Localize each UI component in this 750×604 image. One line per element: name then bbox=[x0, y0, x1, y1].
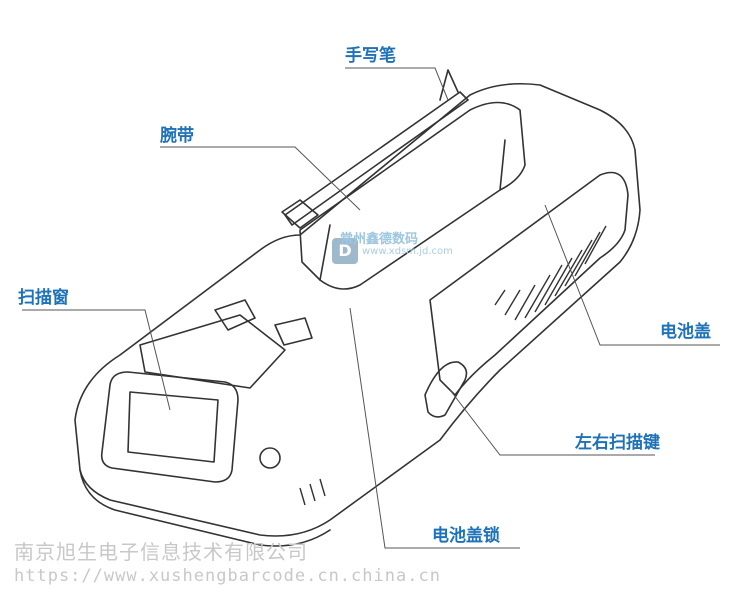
scan-window-outline bbox=[100, 371, 239, 483]
leader-side-scan-keys bbox=[449, 389, 655, 456]
watermark-text: 常州鑫德数码 bbox=[340, 232, 419, 247]
callout-stylus: 手写笔 bbox=[345, 46, 396, 66]
callout-scan-window: 扫描窗 bbox=[18, 288, 69, 308]
side-scan-key-outline bbox=[424, 361, 468, 418]
callout-battery-cover-lock: 电池盖锁 bbox=[432, 526, 500, 546]
footer-url: https://www.xushengbarcode.cn.china.cn bbox=[14, 566, 441, 586]
watermark-subtext: www.xdsm.jd.com bbox=[362, 246, 453, 257]
device-body-outline bbox=[74, 82, 641, 537]
callout-wrist-strap: 腕带 bbox=[160, 126, 194, 146]
leader-wrist-strap bbox=[160, 146, 361, 211]
battery-cover-vents bbox=[494, 225, 607, 321]
leader-scan-window bbox=[22, 309, 171, 411]
callout-battery-cover: 电池盖 bbox=[660, 322, 711, 342]
stylus-outline bbox=[284, 91, 469, 226]
device-base bbox=[79, 469, 331, 547]
leader-stylus bbox=[345, 67, 449, 101]
leader-battery-cover bbox=[544, 204, 720, 346]
footer-company-name: 南京旭生电子信息技术有限公司 bbox=[14, 540, 308, 564]
battery-cover-outline bbox=[429, 171, 629, 396]
watermark-logo: D bbox=[332, 238, 358, 264]
callout-side-scan-keys: 左右扫描键 bbox=[575, 433, 660, 453]
wrist-strap-outline bbox=[299, 101, 526, 290]
leader-battery-cover-lock bbox=[349, 307, 520, 549]
